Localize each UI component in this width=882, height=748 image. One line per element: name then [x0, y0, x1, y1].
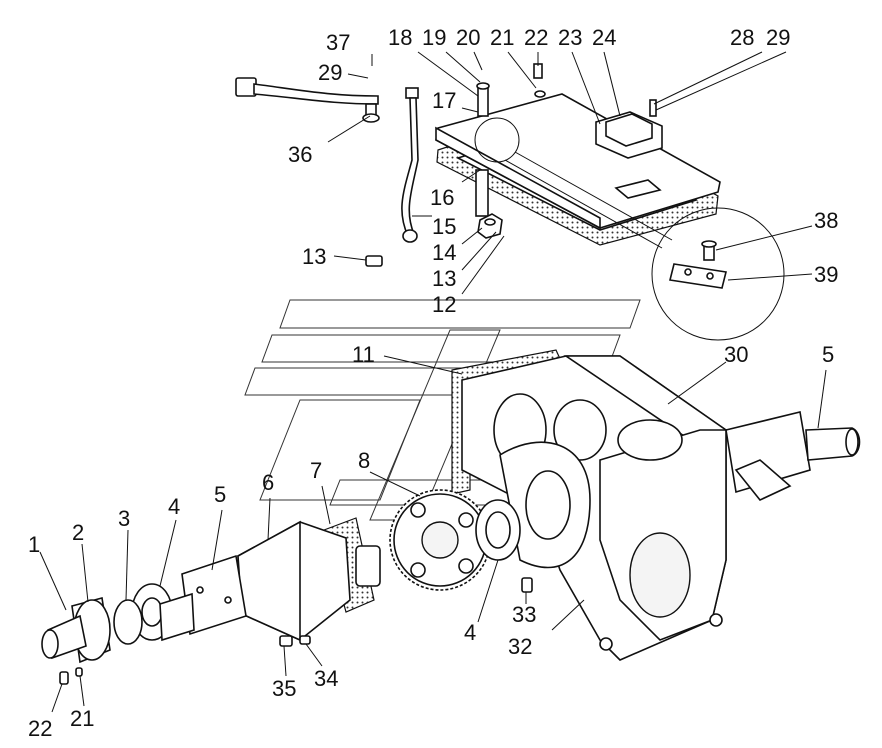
detail-circle-small — [474, 117, 520, 163]
label-19: 19 — [422, 25, 446, 50]
gear-inside — [617, 419, 683, 461]
label-35: 35 — [272, 676, 296, 701]
label-4-left: 4 — [168, 494, 180, 519]
label-29: 29 — [318, 60, 342, 85]
seal-3 — [113, 599, 143, 645]
label-13-left: 13 — [302, 244, 326, 269]
label-11: 11 — [352, 342, 375, 367]
detail-circle-large — [651, 207, 785, 341]
cover-studs — [475, 63, 657, 217]
bolt-33 — [521, 577, 533, 593]
label-38: 38 — [814, 208, 838, 233]
label-30: 30 — [724, 342, 748, 367]
leader-lines — [39, 51, 827, 713]
label-32: 32 — [508, 634, 532, 659]
label-37: 37 — [326, 30, 350, 55]
label-3: 3 — [118, 506, 130, 531]
label-21: 21 — [490, 25, 514, 50]
right-shaft-assembly — [725, 411, 861, 501]
label-8: 8 — [358, 448, 370, 473]
label-13: 13 — [432, 266, 456, 291]
pipe-15 — [401, 87, 419, 243]
bearing-4-right — [475, 499, 521, 561]
cover-plate — [435, 93, 721, 230]
label-16: 16 — [430, 185, 454, 210]
label-5-left: 5 — [214, 482, 226, 507]
label-39: 39 — [814, 262, 838, 287]
shaft — [159, 592, 195, 642]
label-23: 23 — [558, 25, 582, 50]
label-15: 15 — [432, 214, 456, 239]
label-29-top: 29 — [766, 25, 790, 50]
plug-13 — [365, 255, 383, 267]
label-33: 33 — [512, 602, 536, 627]
plate-39 — [669, 240, 727, 289]
label-6: 6 — [262, 470, 274, 495]
label-22: 22 — [524, 25, 548, 50]
label-22-bottom: 22 — [28, 716, 52, 741]
output-stub-1 — [41, 614, 87, 660]
label-14: 14 — [432, 240, 456, 265]
bolts-34-35 — [59, 635, 311, 685]
filler-cap — [595, 111, 663, 159]
label-20: 20 — [456, 25, 480, 50]
flange-5 — [181, 554, 247, 636]
label-5-right: 5 — [822, 342, 834, 367]
label-4-right: 4 — [464, 620, 476, 645]
label-12: 12 — [432, 292, 456, 317]
lever-36 — [235, 77, 380, 123]
label-1: 1 — [28, 532, 40, 557]
callout-labels: 37 29 36 18 19 20 21 22 23 24 28 29 17 1… — [28, 25, 838, 741]
label-17: 17 — [432, 88, 456, 113]
label-36: 36 — [288, 142, 312, 167]
label-21-bottom: 21 — [70, 706, 94, 731]
large-gear-8 — [389, 489, 491, 591]
nut-14 — [477, 213, 503, 239]
housing-flange — [499, 441, 591, 569]
label-2: 2 — [72, 520, 84, 545]
label-34: 34 — [314, 666, 338, 691]
label-24: 24 — [592, 25, 616, 50]
label-18: 18 — [388, 25, 412, 50]
label-28: 28 — [730, 25, 754, 50]
label-7: 7 — [310, 458, 322, 483]
adapter-housing-6 — [237, 520, 381, 642]
